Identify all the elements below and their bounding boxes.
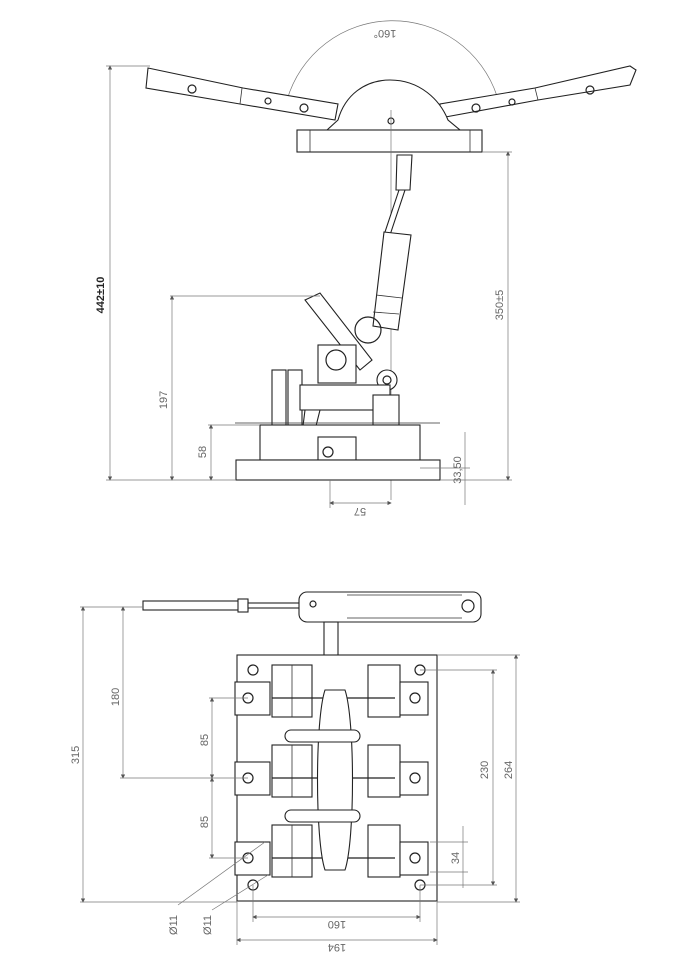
dim-85-lower: 85 (199, 816, 211, 828)
side-view: 160° 442±10 350±5 197 58 33,50 57 (95, 20, 637, 517)
dim-34: 34 (450, 852, 462, 864)
base-plate (235, 459, 441, 481)
dim-33-50: 33,50 (452, 456, 464, 484)
dim-180: 180 (110, 688, 122, 706)
top-view: 315 180 85 85 230 264 34 Ø11 Ø11 160 194 (70, 591, 520, 953)
handle-dome (325, 79, 462, 131)
insulating-shaft (316, 689, 354, 871)
dim-hole-2: Ø11 (202, 915, 214, 935)
dim-197: 197 (158, 391, 170, 409)
dim-angle-160: 160° (374, 27, 397, 39)
operating-rod (372, 154, 413, 331)
dim-194: 194 (328, 941, 346, 953)
right-handle (439, 65, 637, 119)
dim-handle-height: 350±5 (494, 290, 506, 321)
dim-264: 264 (503, 761, 515, 779)
pole-2 (234, 744, 429, 798)
dim-overall-height: 442±10 (95, 277, 107, 314)
handle-housing-top (298, 591, 482, 623)
pole-1 (234, 664, 429, 718)
dim-315: 315 (70, 746, 82, 764)
pole-3 (234, 824, 429, 878)
dim-hole-1: Ø11 (168, 915, 180, 935)
handle-base (296, 129, 483, 153)
dim-58: 58 (197, 446, 209, 458)
left-handle (145, 67, 339, 121)
dim-230: 230 (479, 761, 491, 779)
dim-57: 57 (354, 505, 366, 517)
dim-85-upper: 85 (199, 734, 211, 746)
swing-arc (286, 20, 498, 101)
dim-160: 160 (328, 918, 346, 930)
